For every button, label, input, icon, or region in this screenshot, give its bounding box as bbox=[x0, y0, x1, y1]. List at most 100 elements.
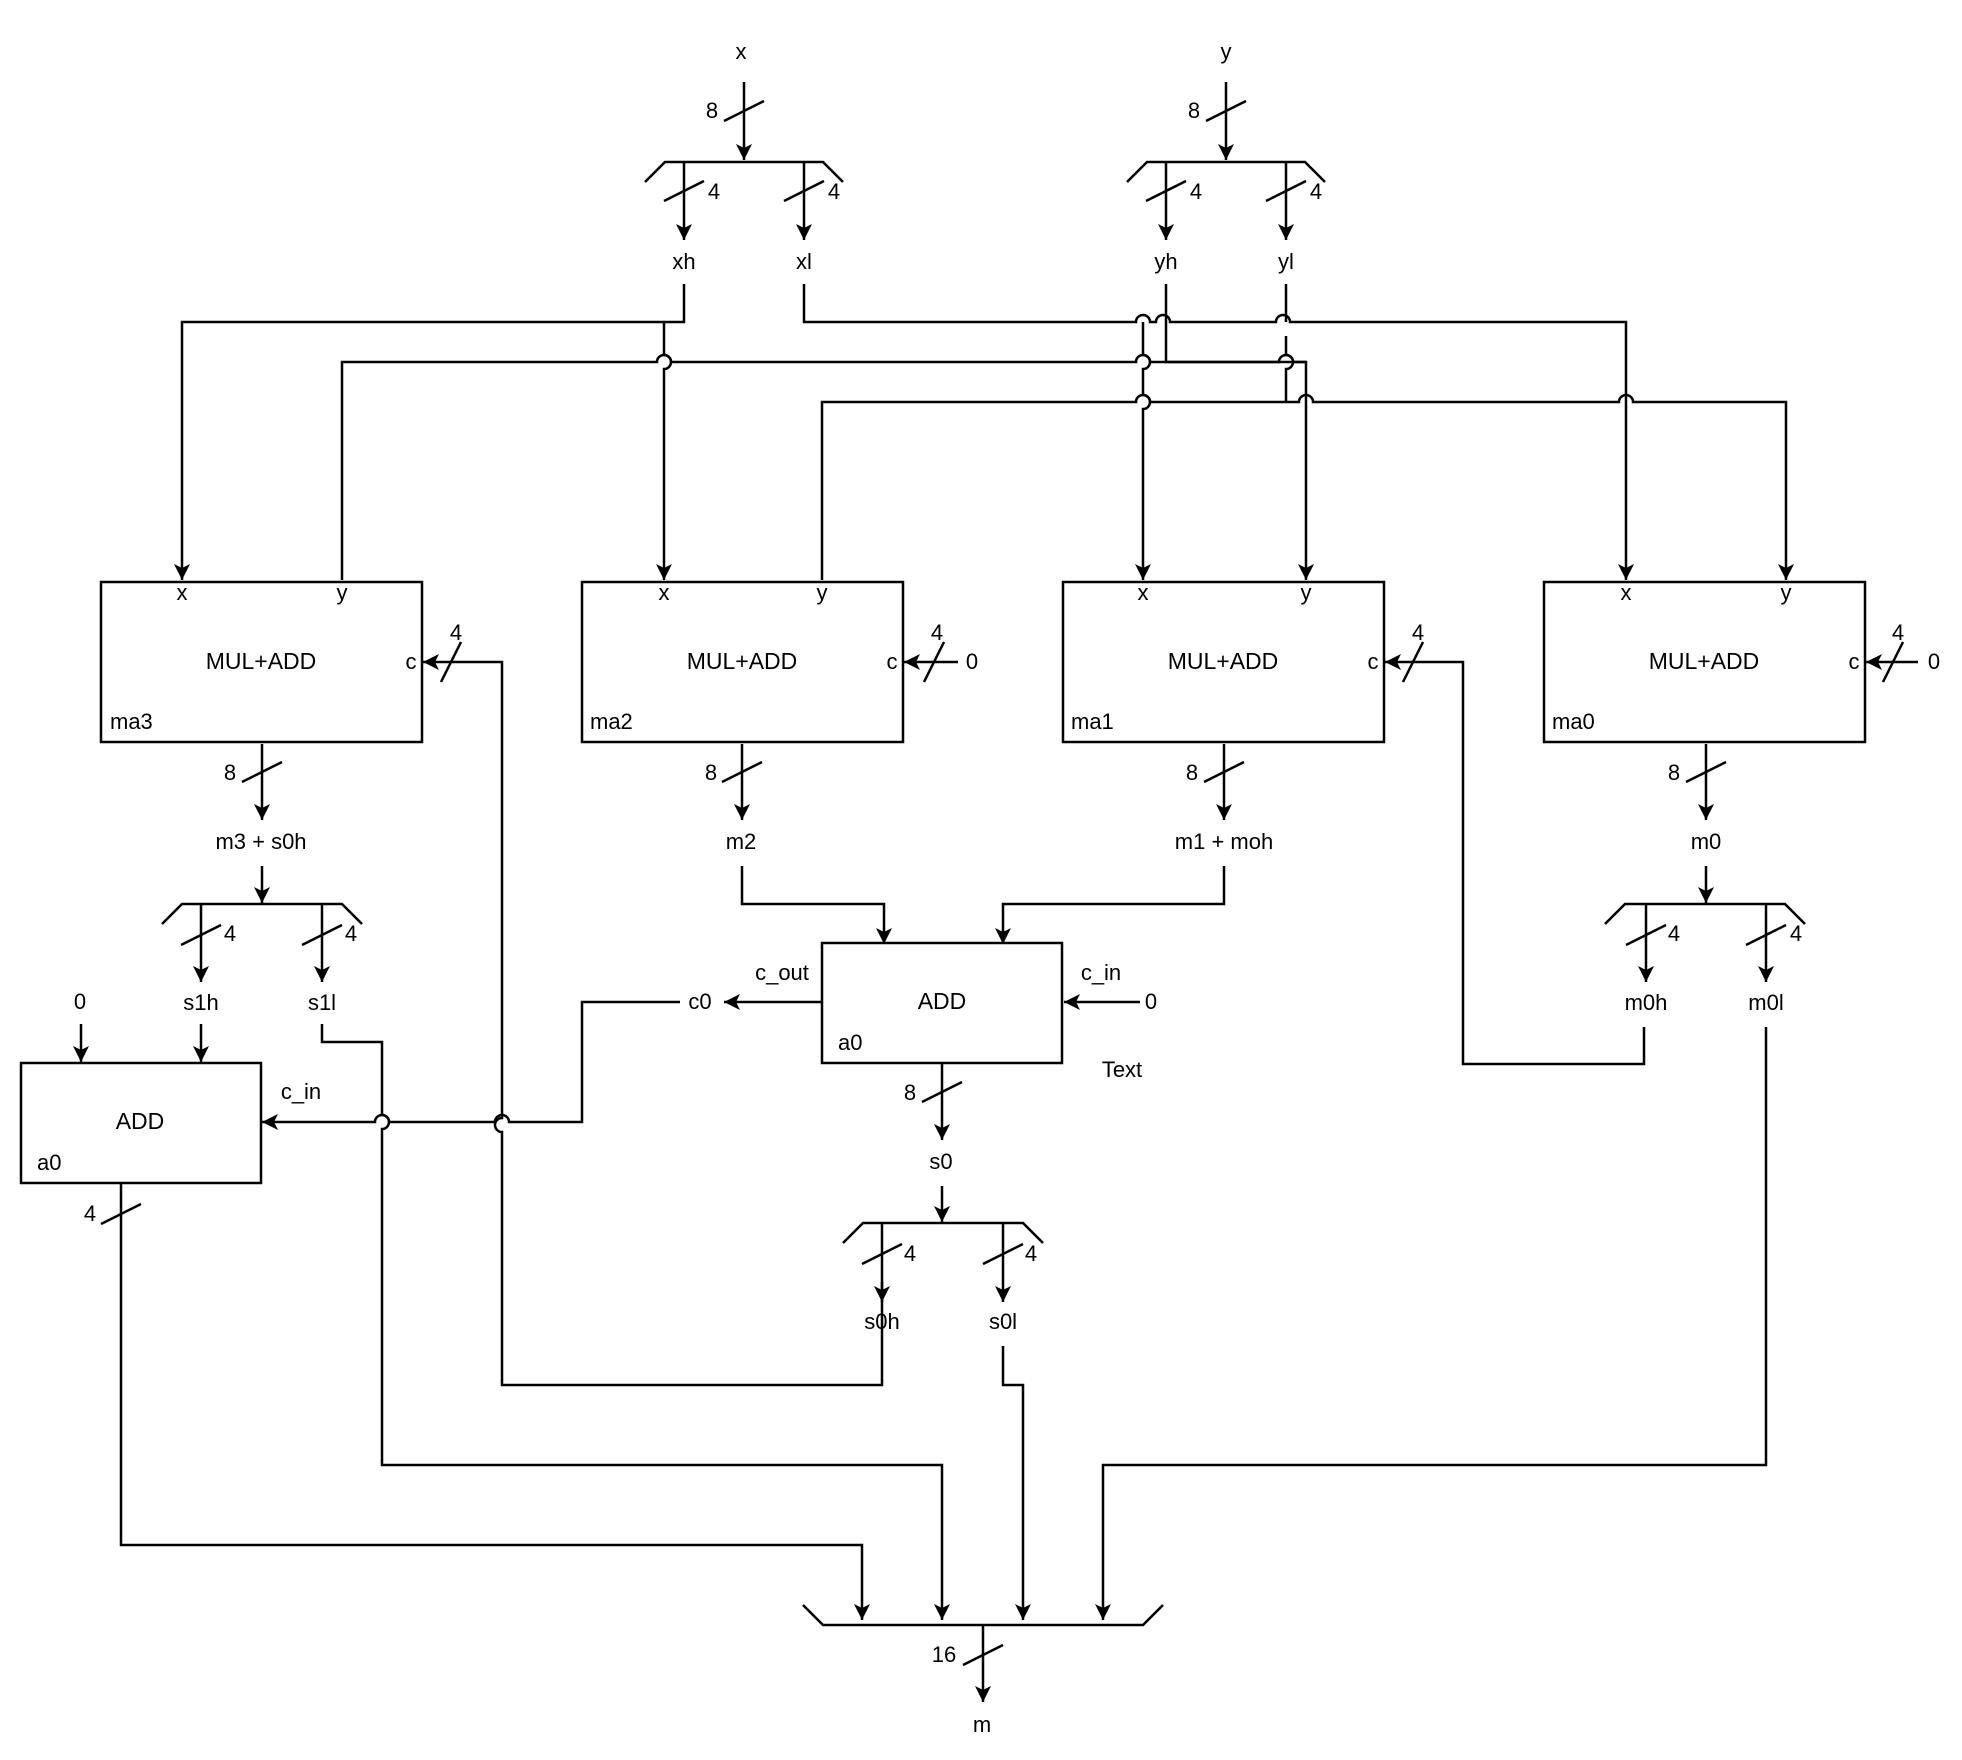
svg-text:4: 4 bbox=[1025, 1241, 1037, 1266]
block-add-mid: ADD a0 c_out c_in bbox=[755, 941, 1121, 1065]
splitter-m0: 4 4 m0h m0l bbox=[1604, 866, 1806, 1015]
svg-text:y: y bbox=[1781, 580, 1792, 605]
svg-text:4: 4 bbox=[345, 921, 357, 946]
svg-text:y: y bbox=[337, 580, 348, 605]
output-m-label: m bbox=[973, 1712, 991, 1737]
ma0-output: 8 m0 bbox=[1668, 744, 1727, 854]
block-ma0: MUL+ADD ma0 x y c bbox=[1542, 580, 1867, 744]
svg-text:0: 0 bbox=[966, 649, 978, 674]
final-inputs: 4 bbox=[84, 1024, 1768, 1620]
svg-text:4: 4 bbox=[1790, 921, 1802, 946]
svg-text:ma3: ma3 bbox=[110, 709, 153, 734]
c0-label: c0 bbox=[688, 989, 711, 1014]
ma2-output: 8 m2 bbox=[705, 744, 763, 854]
svg-text:c_in: c_in bbox=[1081, 960, 1121, 985]
m3-s0h-label: m3 + s0h bbox=[215, 829, 306, 854]
svg-text:4: 4 bbox=[1310, 179, 1322, 204]
block-ma2: MUL+ADD ma2 x y c bbox=[580, 580, 905, 744]
input-x: x 8 bbox=[706, 39, 765, 160]
m2-label: m2 bbox=[726, 829, 757, 854]
yh-label: yh bbox=[1154, 249, 1177, 274]
svg-text:c: c bbox=[887, 649, 898, 674]
svg-text:x: x bbox=[1621, 580, 1632, 605]
left-add-inputs: 0 bbox=[73, 989, 209, 1062]
input-y: y 8 bbox=[1188, 39, 1247, 160]
svg-text:8: 8 bbox=[1668, 760, 1680, 785]
svg-text:8: 8 bbox=[705, 760, 717, 785]
svg-text:a0: a0 bbox=[37, 1150, 61, 1175]
svg-text:c_out: c_out bbox=[755, 960, 809, 985]
ma3-c-input: 4 bbox=[423, 620, 884, 1387]
svg-text:c: c bbox=[1849, 649, 1860, 674]
svg-text:0: 0 bbox=[74, 989, 86, 1014]
yl-label: yl bbox=[1278, 249, 1294, 274]
svg-text:16: 16 bbox=[932, 1642, 956, 1667]
input-y-label: y bbox=[1221, 39, 1232, 64]
svg-text:ma2: ma2 bbox=[590, 709, 633, 734]
svg-text:4: 4 bbox=[84, 1201, 96, 1226]
merger-m: 16 m bbox=[802, 1604, 1164, 1737]
svg-text:c: c bbox=[1368, 649, 1379, 674]
svg-text:ADD: ADD bbox=[116, 1108, 165, 1134]
svg-text:4: 4 bbox=[1412, 620, 1424, 645]
ma2-c-input: 4 0 bbox=[904, 620, 978, 683]
s1l-label: s1l bbox=[308, 990, 336, 1015]
s0l-label: s0l bbox=[989, 1309, 1017, 1334]
ma3-output: 8 m3 + s0h bbox=[215, 744, 307, 854]
svg-text:x: x bbox=[177, 580, 188, 605]
svg-text:8: 8 bbox=[904, 1080, 916, 1105]
splitter-y: 4 4 yh yl bbox=[1126, 160, 1326, 274]
svg-text:4: 4 bbox=[708, 179, 720, 204]
svg-text:ADD: ADD bbox=[918, 988, 967, 1014]
svg-text:0: 0 bbox=[1928, 649, 1940, 674]
ma0-c-input: 4 0 bbox=[1866, 620, 1940, 683]
svg-text:4: 4 bbox=[931, 620, 943, 645]
ma1-c-input: 4 bbox=[1385, 620, 1646, 1066]
input-x-label: x bbox=[736, 39, 747, 64]
splitter-m3: 4 4 s1h s1l bbox=[161, 866, 363, 1015]
svg-text:4: 4 bbox=[1892, 620, 1904, 645]
m0h-label: m0h bbox=[1625, 990, 1668, 1015]
svg-text:c_in: c_in bbox=[281, 1079, 321, 1104]
xh-label: xh bbox=[672, 249, 695, 274]
svg-text:a0: a0 bbox=[838, 1030, 862, 1055]
splitter-x: 4 4 xh xl bbox=[644, 160, 844, 274]
svg-text:8: 8 bbox=[1186, 760, 1198, 785]
s1h-label: s1h bbox=[183, 990, 218, 1015]
s0-label: s0 bbox=[929, 1149, 952, 1174]
block-add-left: ADD a0 c_in bbox=[19, 1061, 321, 1185]
annotation-text: Text bbox=[1102, 1057, 1142, 1082]
svg-text:8: 8 bbox=[706, 98, 718, 123]
add-mid-output: 8 s0 bbox=[904, 1064, 963, 1174]
svg-text:4: 4 bbox=[224, 921, 236, 946]
svg-text:ma1: ma1 bbox=[1071, 709, 1114, 734]
svg-text:4: 4 bbox=[904, 1241, 916, 1266]
xl-label: xl bbox=[796, 249, 812, 274]
svg-text:4: 4 bbox=[450, 620, 462, 645]
c0-carry: c0 bbox=[262, 989, 822, 1130]
block-ma1: MUL+ADD ma1 x y c bbox=[1061, 580, 1386, 744]
svg-text:4: 4 bbox=[1668, 921, 1680, 946]
svg-text:4: 4 bbox=[1190, 179, 1202, 204]
s0h-label: s0h bbox=[864, 1309, 899, 1334]
svg-text:4: 4 bbox=[828, 179, 840, 204]
svg-text:MUL+ADD: MUL+ADD bbox=[1649, 648, 1760, 674]
mid-add-inputs: 0 bbox=[740, 866, 1226, 1014]
svg-text:MUL+ADD: MUL+ADD bbox=[206, 648, 317, 674]
m0-label: m0 bbox=[1691, 829, 1722, 854]
svg-text:MUL+ADD: MUL+ADD bbox=[1168, 648, 1279, 674]
svg-text:x: x bbox=[1138, 580, 1149, 605]
svg-text:x: x bbox=[659, 580, 670, 605]
svg-text:8: 8 bbox=[224, 760, 236, 785]
ma1-output: 8 m1 + moh bbox=[1175, 744, 1273, 854]
svg-text:8: 8 bbox=[1188, 98, 1200, 123]
svg-text:0: 0 bbox=[1145, 989, 1157, 1014]
m1-moh-label: m1 + moh bbox=[1175, 829, 1273, 854]
svg-text:ma0: ma0 bbox=[1552, 709, 1595, 734]
routing-wires bbox=[174, 284, 1794, 580]
svg-text:c: c bbox=[406, 649, 417, 674]
svg-text:y: y bbox=[817, 580, 828, 605]
m0l-label: m0l bbox=[1748, 990, 1783, 1015]
svg-text:MUL+ADD: MUL+ADD bbox=[687, 648, 798, 674]
svg-text:y: y bbox=[1301, 580, 1312, 605]
